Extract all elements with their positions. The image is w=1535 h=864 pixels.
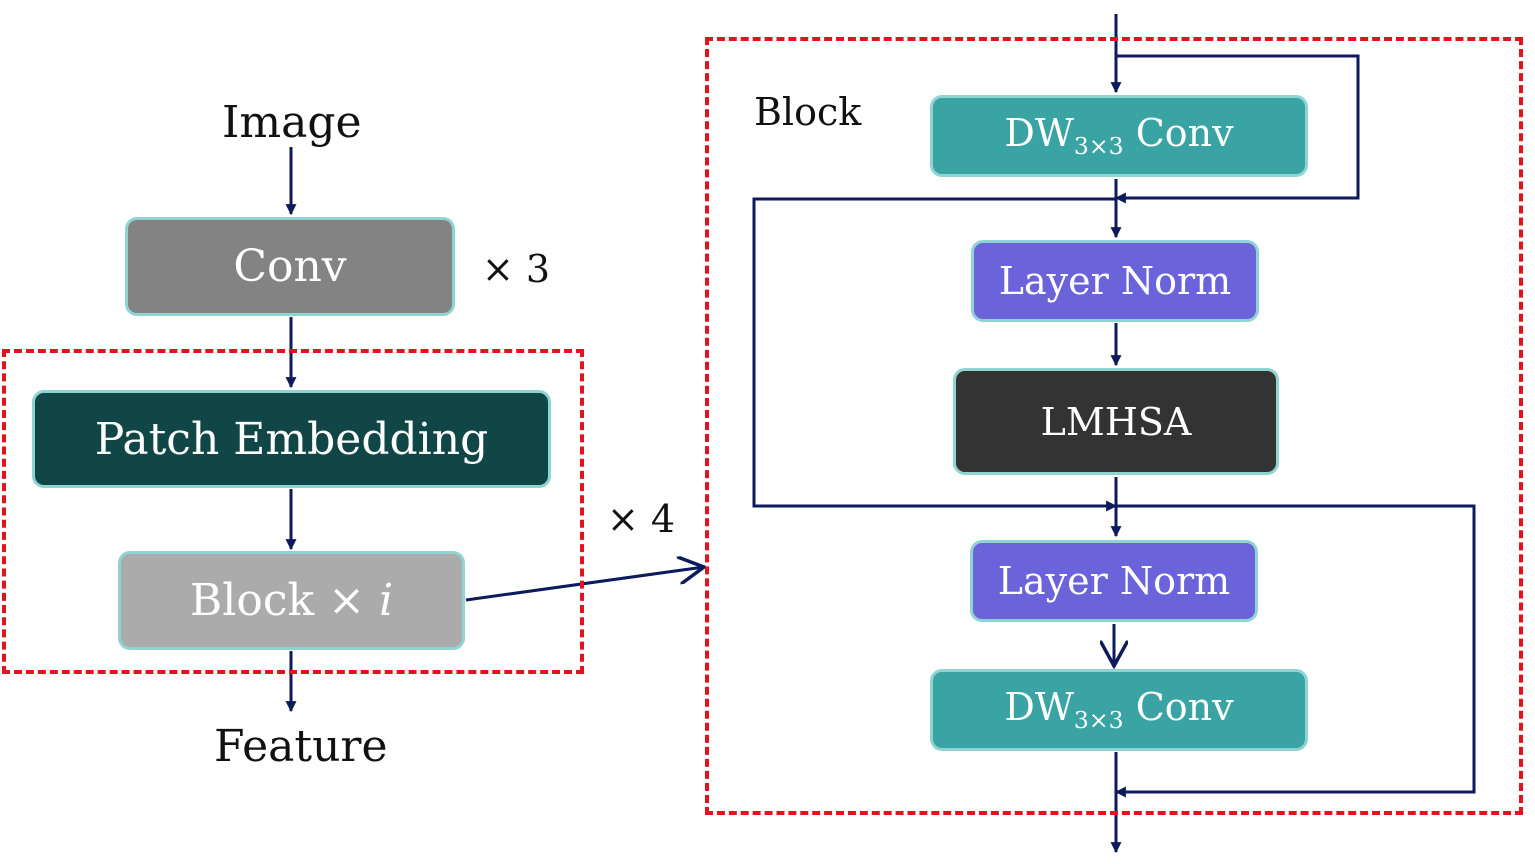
dw-conv-label-top: DW3×3 Conv xyxy=(1004,111,1234,161)
layer-norm-label-bottom: Layer Norm xyxy=(997,559,1231,603)
arrow-block-expand xyxy=(465,567,704,602)
block-box: Block × i xyxy=(118,551,465,650)
conv-label: Conv xyxy=(233,241,347,292)
stage-dashed-frame xyxy=(2,349,584,674)
stage-repeat-label: × 4 xyxy=(607,497,676,541)
block-box-times: × xyxy=(328,575,365,626)
conv-box: Conv xyxy=(125,217,455,316)
dw-conv-label-bottom: DW3×3 Conv xyxy=(1004,685,1234,735)
block-box-label: Block × i xyxy=(190,575,393,626)
block-box-index: i xyxy=(379,575,394,626)
block-box-word: Block xyxy=(189,575,315,626)
patch-embedding-box: Patch Embedding xyxy=(32,390,551,488)
dw-conv-box-top: DW3×3 Conv xyxy=(930,95,1308,177)
layer-norm-box-top: Layer Norm xyxy=(971,240,1259,322)
image-label: Image xyxy=(222,97,362,148)
patch-embedding-label: Patch Embedding xyxy=(94,413,489,465)
conv-repeat-label: × 3 xyxy=(482,247,551,291)
lmhsa-box: LMHSA xyxy=(953,368,1279,475)
lmhsa-label: LMHSA xyxy=(1040,399,1192,444)
skip-connection-1 xyxy=(1114,54,1360,204)
skip-connection-3 xyxy=(1114,504,1476,798)
dw-conv-box-bottom: DW3×3 Conv xyxy=(930,669,1308,751)
layer-norm-label-top: Layer Norm xyxy=(998,259,1232,303)
block-title: Block xyxy=(754,90,862,134)
block-dashed-frame xyxy=(705,37,1523,815)
feature-label: Feature xyxy=(214,721,388,772)
layer-norm-box-bottom: Layer Norm xyxy=(970,540,1258,622)
skip-connection-2 xyxy=(752,197,1118,512)
